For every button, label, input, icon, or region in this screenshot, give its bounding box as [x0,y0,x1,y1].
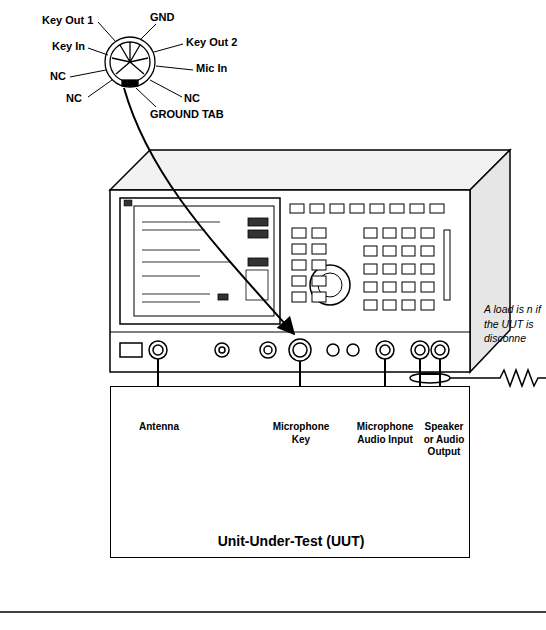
key [330,204,344,213]
pin-label: NC [184,92,200,105]
key [364,282,377,292]
key [292,228,306,238]
key [421,246,434,256]
pin-label: GND [150,11,174,24]
key [370,204,384,213]
key [312,292,326,302]
pin-label: NC [66,92,82,105]
key [390,204,404,213]
key [312,276,326,286]
key [364,264,377,274]
pin-label: NC [50,70,66,83]
port-label: Microphone Audio Input [354,421,416,446]
key [410,204,424,213]
key [312,244,326,254]
key [364,228,377,238]
port-label: Speaker or Audio Output [420,421,468,459]
key [292,276,306,286]
key [383,282,396,292]
key [290,204,304,213]
key [421,282,434,292]
key [312,260,326,270]
key [312,228,326,238]
key [364,246,377,256]
cables [158,359,546,386]
key [292,244,306,254]
key [383,246,396,256]
key [421,228,434,238]
key [364,300,377,310]
unit-box: Antenna Microphone Key Microphone Audio In… [110,386,470,558]
key [383,264,396,274]
unit-title: Unit-Under-Test (UUT) [218,533,365,549]
key [292,292,306,302]
key [383,300,396,310]
pin-label: GROUND TAB [150,108,224,121]
pin-label: Key Out 1 [42,14,93,27]
key [421,300,434,310]
key [402,228,415,238]
key [402,282,415,292]
pin-label: Key Out 2 [186,36,237,49]
pin-label: Mic In [196,62,227,75]
port-label: Antenna [129,421,189,434]
key [292,260,306,270]
port-label: Microphone Key [269,421,333,446]
pin-label: Key In [52,40,85,53]
key [383,228,396,238]
key [402,264,415,274]
note-text: A load is n if the UUT is disconne [484,302,544,346]
key [350,204,364,213]
footer-rule [0,611,546,613]
key [402,246,415,256]
connector-pinout [105,37,155,87]
key [402,300,415,310]
pointer-arrow [124,88,294,334]
key [310,204,324,213]
key [421,264,434,274]
key [430,204,444,213]
leader-lines [70,22,193,107]
